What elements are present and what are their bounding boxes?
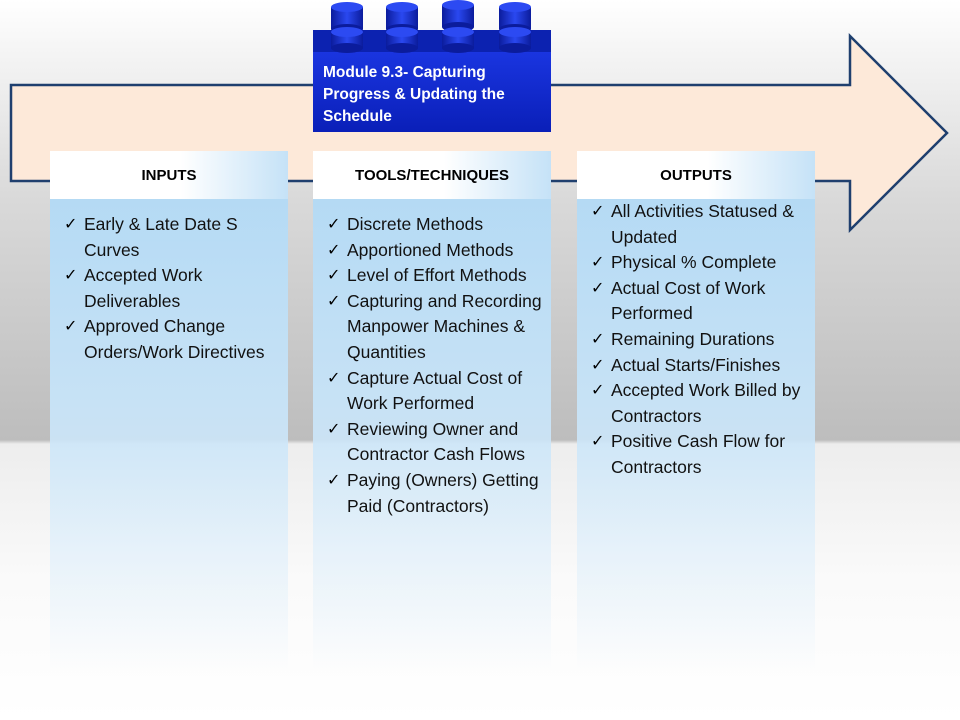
tools-techniques-column: TOOLS/TECHNIQUES ✓Discrete Methods ✓Appo… bbox=[313, 151, 551, 671]
list-item: ✓Positive Cash Flow for Contractors bbox=[591, 431, 786, 477]
list-item: ✓Apportioned Methods bbox=[327, 238, 549, 264]
list-item: ✓Capture Actual Cost of Work Performed bbox=[327, 367, 523, 414]
list-item: ✓Actual Starts/Finishes bbox=[591, 353, 813, 379]
tools-techniques-header: TOOLS/TECHNIQUES bbox=[313, 151, 551, 199]
list-item: ✓Capturing and Recording Manpower Machin… bbox=[327, 290, 542, 362]
list-item: ✓Accepted Work Deliverables bbox=[64, 265, 203, 311]
inputs-header: INPUTS bbox=[50, 151, 288, 199]
check-mark-icon: ✓ bbox=[327, 420, 341, 438]
list-item: ✓Approved Change Orders/Work Directives bbox=[64, 316, 265, 362]
check-mark-icon: ✓ bbox=[64, 267, 78, 285]
list-item: ✓Remaining Durations bbox=[591, 327, 813, 353]
lego-brick-icon bbox=[313, 0, 551, 132]
check-mark-icon: ✓ bbox=[591, 279, 605, 297]
lego-studs-front bbox=[331, 27, 531, 53]
outputs-column: OUTPUTS ✓All Activities Statused & Updat… bbox=[577, 151, 815, 671]
lego-top-face bbox=[313, 30, 551, 56]
list-item: ✓Discrete Methods bbox=[327, 212, 549, 238]
module-title: Module 9.3- Capturing Progress & Updatin… bbox=[323, 64, 505, 125]
list-item: ✓Reviewing Owner and Contractor Cash Flo… bbox=[327, 418, 525, 465]
check-mark-icon: ✓ bbox=[327, 292, 341, 310]
check-mark-icon: ✓ bbox=[327, 369, 341, 387]
outputs-header: OUTPUTS bbox=[577, 151, 815, 199]
check-mark-icon: ✓ bbox=[327, 267, 341, 285]
check-mark-icon: ✓ bbox=[591, 433, 605, 451]
outputs-list: ✓All Activities Statused & Updated ✓Phys… bbox=[591, 199, 813, 481]
inputs-column: INPUTS ✓Early & Late Date S Curves ✓Acce… bbox=[50, 151, 288, 671]
check-mark-icon: ✓ bbox=[327, 241, 341, 259]
check-mark-icon: ✓ bbox=[64, 318, 78, 336]
lego-studs-back bbox=[331, 0, 531, 34]
list-item: ✓Level of Effort Methods bbox=[327, 263, 549, 289]
list-item: ✓Actual Cost of Work Performed bbox=[591, 277, 766, 324]
list-item: ✓Early & Late Date S Curves bbox=[64, 214, 238, 260]
lego-body bbox=[313, 52, 551, 132]
tools-techniques-list: ✓Discrete Methods ✓Apportioned Methods ✓… bbox=[327, 212, 549, 519]
check-mark-icon: ✓ bbox=[327, 471, 341, 489]
list-item: ✓All Activities Statused & Updated bbox=[591, 201, 794, 247]
check-mark-icon: ✓ bbox=[591, 254, 605, 272]
inputs-list: ✓Early & Late Date S Curves ✓Accepted Wo… bbox=[64, 212, 286, 366]
check-mark-icon: ✓ bbox=[64, 216, 78, 233]
check-mark-icon: ✓ bbox=[591, 203, 605, 220]
list-item: ✓Physical % Complete bbox=[591, 250, 813, 276]
check-mark-icon: ✓ bbox=[591, 356, 605, 374]
check-mark-icon: ✓ bbox=[591, 382, 605, 400]
list-item: ✓Accepted Work Billed by Contractors bbox=[591, 380, 801, 426]
list-item: ✓Paying (Owners) Getting Paid (Contracto… bbox=[327, 469, 539, 516]
check-mark-icon: ✓ bbox=[327, 216, 341, 233]
check-mark-icon: ✓ bbox=[591, 330, 605, 348]
